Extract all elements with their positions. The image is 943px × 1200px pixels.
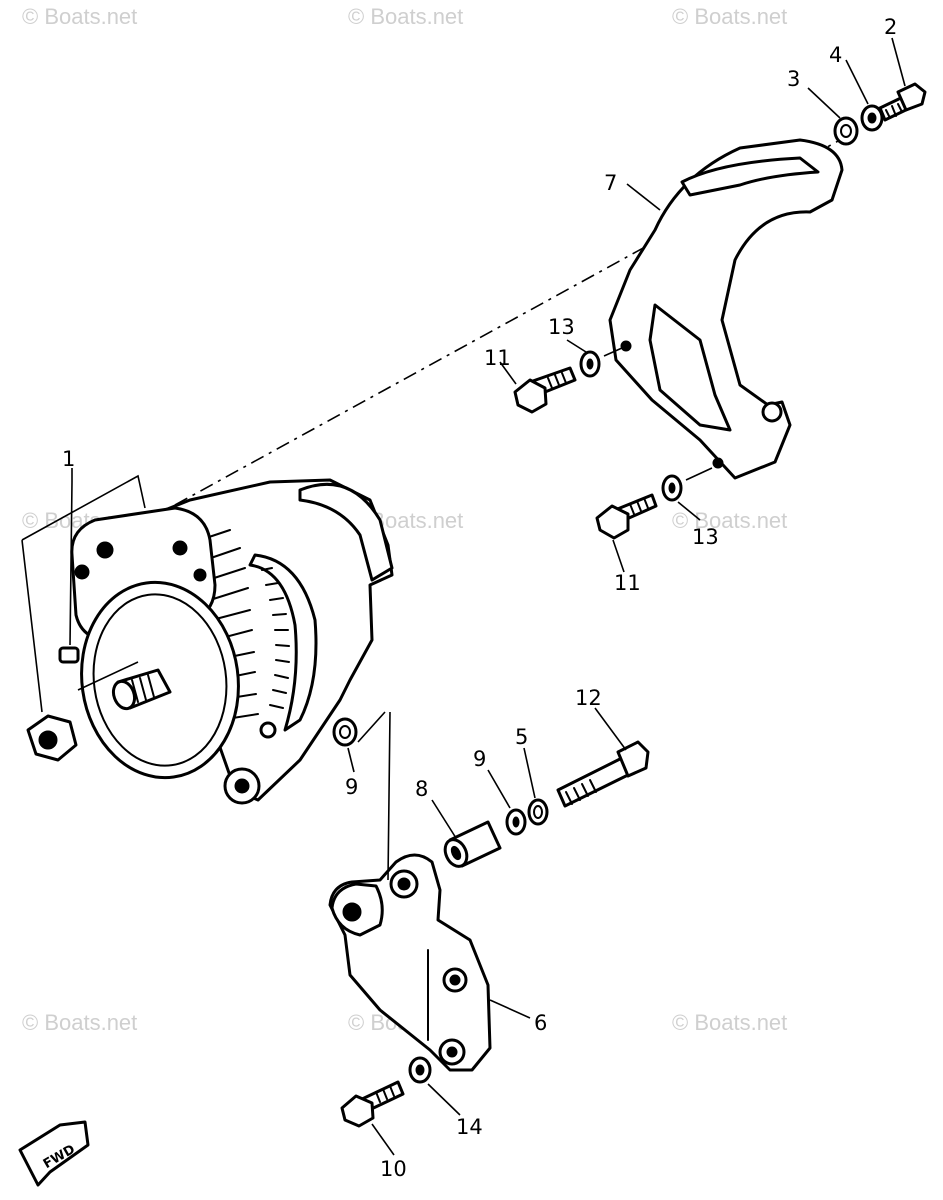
callout-7: 7: [604, 171, 617, 195]
spacer-8: [443, 820, 502, 868]
alignment-line: [174, 139, 841, 506]
leader-4: [845, 59, 869, 105]
alternator-pulley-nut: [26, 646, 80, 762]
lower-bracket-stud-leader: [357, 711, 391, 881]
leader-14: [427, 1083, 461, 1116]
leader-10: [371, 1123, 395, 1156]
callout-2: 2: [884, 15, 897, 39]
washer-3: [833, 116, 859, 146]
callout-10: 10: [380, 1157, 407, 1181]
leader-13-lower: [677, 501, 701, 521]
lower-bracket: [328, 853, 492, 1072]
callout-3: 3: [787, 67, 800, 91]
leader-11-lower: [612, 539, 625, 573]
bolt-10: [340, 1080, 405, 1128]
bolt-11-upper: [513, 366, 577, 414]
callout-9-right: 9: [473, 747, 486, 771]
leader-2: [891, 37, 906, 87]
watermark-top-right: © Boats.net: [672, 4, 788, 29]
callout-13-upper: 13: [548, 315, 575, 339]
bolt-11-upper-leader: [603, 347, 623, 357]
callout-4: 4: [829, 43, 842, 67]
leader-6: [489, 999, 531, 1019]
callout-1: 1: [62, 447, 75, 471]
leader-9-left: [347, 747, 355, 773]
washer-9-left: [332, 717, 358, 747]
bolt-2: [878, 82, 927, 122]
callout-9-left: 9: [345, 775, 358, 799]
bolt-11-lower: [595, 493, 658, 540]
callout-6: 6: [534, 1011, 547, 1035]
callout-13-lower: 13: [692, 525, 719, 549]
callout-8: 8: [415, 777, 428, 801]
washer-14: [408, 1056, 432, 1084]
leader-9-right: [487, 769, 511, 809]
bolt-11-lower-leader: [685, 467, 713, 481]
upper-bracket: [608, 138, 844, 480]
fwd-direction-badge: FWD: [18, 1120, 90, 1187]
watermark-bottom-left: © Boats.net: [22, 1010, 138, 1035]
watermark-top-left: © Boats.net: [22, 4, 138, 29]
alternator: [70, 478, 394, 805]
washer-9-right: [505, 808, 527, 836]
washer-13-lower: [661, 474, 683, 502]
bolt-12: [556, 740, 650, 808]
washer-4: [860, 104, 884, 132]
leader-8: [431, 799, 457, 839]
leader-3: [807, 87, 841, 119]
callout-12: 12: [575, 686, 602, 710]
leader-13-upper: [566, 339, 587, 353]
leader-7: [626, 183, 661, 211]
leader-12: [594, 707, 627, 751]
callout-14: 14: [456, 1115, 483, 1139]
callout-11-upper: 11: [484, 346, 511, 370]
washer-5: [527, 798, 549, 826]
callout-11-lower: 11: [614, 571, 641, 595]
callout-5: 5: [515, 725, 528, 749]
leader-5: [523, 747, 536, 799]
leader-11-upper: [499, 361, 517, 385]
watermark-bottom-right: © Boats.net: [672, 1010, 788, 1035]
washer-13-upper: [579, 350, 601, 378]
callout-1-leader: [21, 468, 146, 713]
watermark-top-center: © Boats.net: [348, 4, 464, 29]
